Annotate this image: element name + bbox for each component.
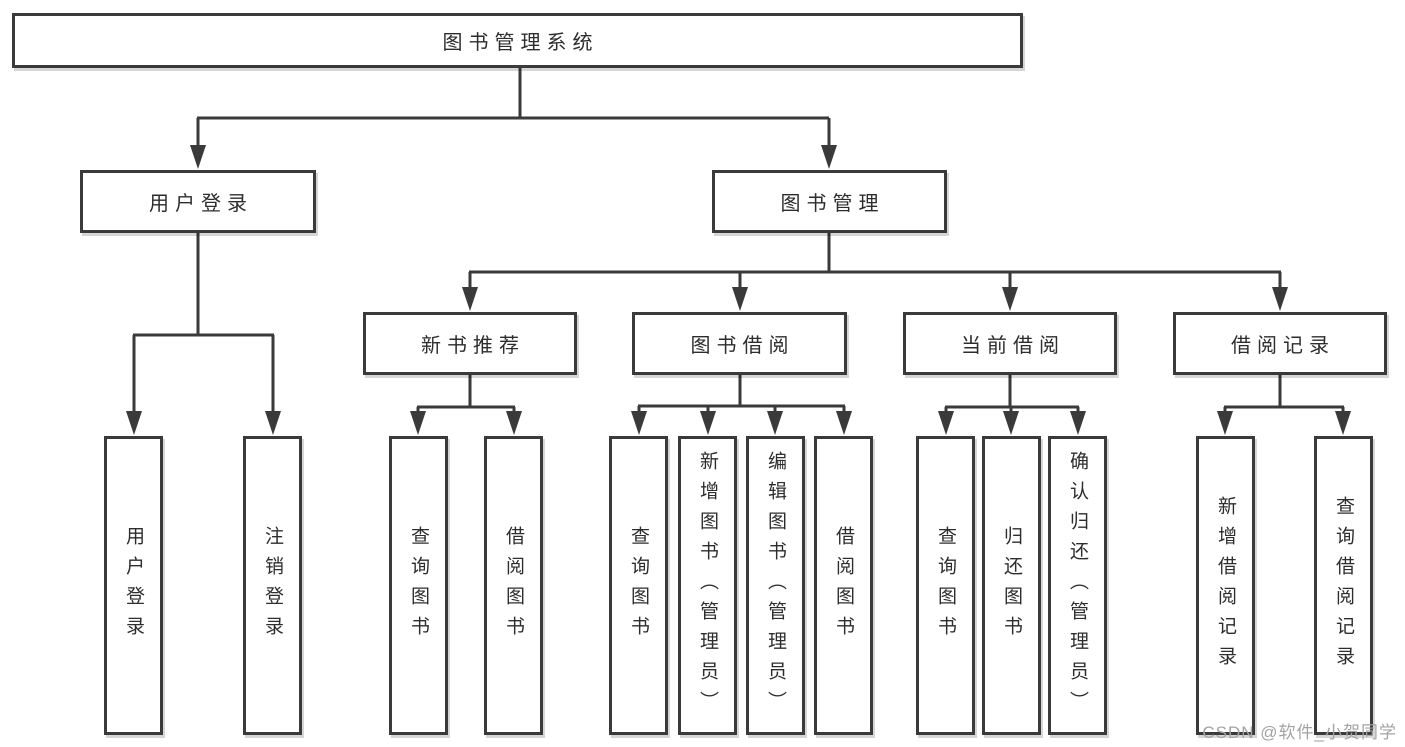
level3-node-current-borrow: 当前借阅 xyxy=(903,312,1117,375)
root-node-label: 图书管理系统 xyxy=(442,32,599,54)
leaf-node-query-borrow-record: 查询借阅记录 xyxy=(1314,436,1373,735)
csdn-watermark: CSDN @软件_小贺同学 xyxy=(1202,723,1397,742)
leaf-node-label: 借阅图书 xyxy=(503,525,524,646)
leaf-node-label: 编辑图书（管理员） xyxy=(765,450,786,721)
leaf-node-label: 归还图书 xyxy=(1001,525,1022,646)
level3-node-borrow-records: 借阅记录 xyxy=(1173,312,1387,375)
leaf-node-label: 注销登录 xyxy=(262,525,283,646)
level2-node-book-management: 图书管理 xyxy=(712,170,947,233)
root-node-library-management-system: 图书管理系统 xyxy=(12,13,1023,68)
leaf-node-label: 借阅图书 xyxy=(833,525,854,646)
leaf-node-edit-book-admin: 编辑图书（管理员） xyxy=(746,436,805,735)
leaf-node-label: 查询图书 xyxy=(628,525,649,646)
leaf-node-label: 查询图书 xyxy=(935,525,956,646)
leaf-node-add-borrow-record: 新增借阅记录 xyxy=(1196,436,1255,735)
level3-node-label: 新书推荐 xyxy=(421,335,525,357)
leaf-node-confirm-return-admin: 确认归还（管理员） xyxy=(1048,436,1107,735)
level2-node-label: 图书管理 xyxy=(780,193,885,215)
leaf-node-label: 新增借阅记录 xyxy=(1215,495,1236,676)
leaf-node-return-book: 归还图书 xyxy=(982,436,1041,735)
level3-node-label: 当前借阅 xyxy=(961,335,1065,357)
leaf-node-label: 用户登录 xyxy=(123,525,144,646)
leaf-node-add-book-admin: 新增图书（管理员） xyxy=(678,436,737,735)
leaf-node-borrow-books-recommend: 借阅图书 xyxy=(484,436,543,735)
leaf-node-query-books-current: 查询图书 xyxy=(916,436,975,735)
leaf-node-query-books-recommend: 查询图书 xyxy=(389,436,448,735)
leaf-node-label: 新增图书（管理员） xyxy=(697,450,718,721)
leaf-node-query-books-borrow: 查询图书 xyxy=(609,436,668,735)
leaf-node-label: 查询借阅记录 xyxy=(1333,495,1354,676)
leaf-node-label: 查询图书 xyxy=(408,525,429,646)
leaf-node-user-login: 用户登录 xyxy=(104,436,163,735)
leaf-node-logout: 注销登录 xyxy=(243,436,302,735)
level3-node-new-book-recommend: 新书推荐 xyxy=(363,312,577,375)
level2-node-user-login: 用户登录 xyxy=(80,170,316,233)
level3-node-label: 图书借阅 xyxy=(690,335,795,357)
leaf-node-label: 确认归还（管理员） xyxy=(1067,450,1088,721)
level2-node-label: 用户登录 xyxy=(149,193,253,215)
leaf-node-borrow-books: 借阅图书 xyxy=(814,436,873,735)
level3-node-label: 借阅记录 xyxy=(1231,335,1335,357)
level3-node-book-borrow: 图书借阅 xyxy=(632,312,847,375)
